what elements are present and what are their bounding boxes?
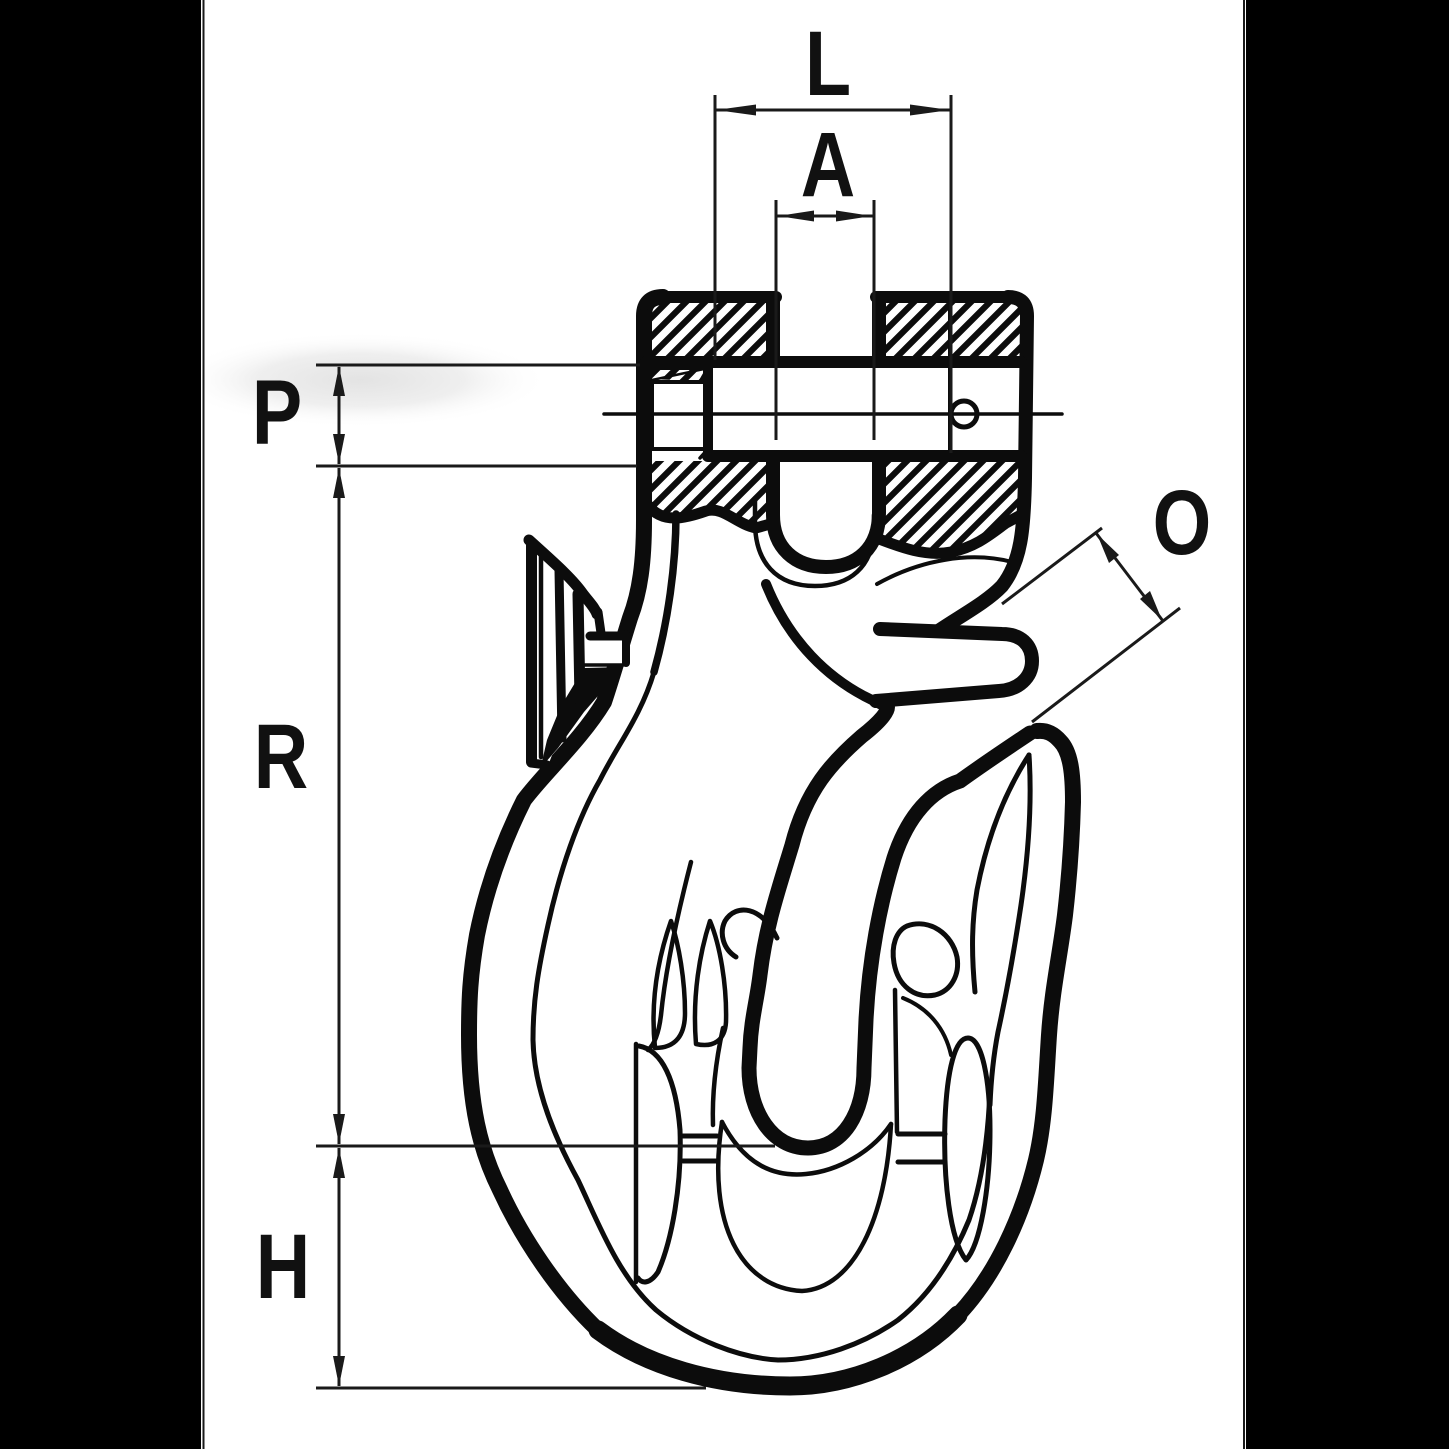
svg-text:H: H [256,1215,310,1318]
svg-text:A: A [801,113,855,216]
svg-text:O: O [1153,471,1212,574]
svg-text:L: L [805,12,851,115]
svg-text:P: P [252,361,302,464]
svg-text:R: R [254,705,308,808]
